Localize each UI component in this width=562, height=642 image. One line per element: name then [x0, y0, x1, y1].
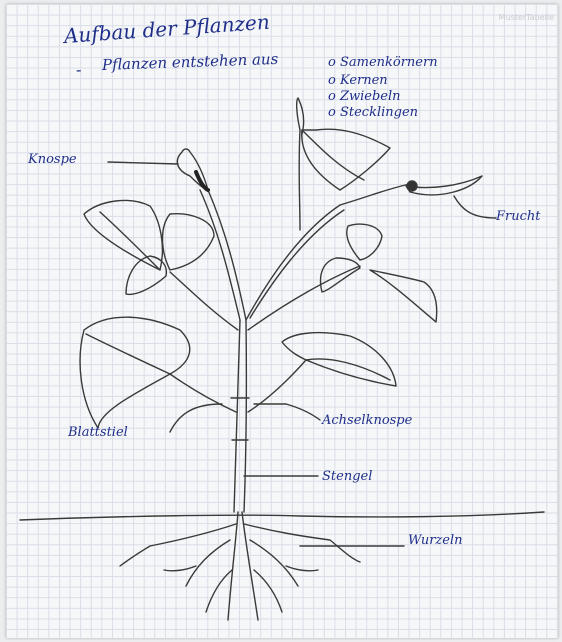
leaf-large-right — [282, 333, 396, 386]
label-wurzeln: Wurzeln — [408, 534, 463, 547]
leaf — [347, 224, 382, 260]
leaf-large-left — [80, 317, 190, 428]
list-dash: - — [76, 62, 81, 78]
label-frucht: Frucht — [496, 210, 540, 223]
branch-fruit — [340, 184, 410, 205]
ground-line — [20, 512, 544, 520]
label-achselknospe: Achselknospe — [322, 414, 412, 427]
branch-left-mid — [170, 272, 238, 330]
label-stengel: Stengel — [322, 470, 372, 483]
leaf — [126, 256, 166, 294]
origin-item: o Stecklingen — [328, 106, 418, 119]
branch-top — [299, 130, 300, 230]
leaf — [163, 214, 215, 270]
pointer-achselknospe — [254, 404, 320, 420]
main-stem — [234, 320, 240, 512]
pointer-knospe — [108, 162, 178, 164]
leaf — [370, 270, 437, 322]
leaf — [302, 129, 390, 190]
pointer-blattstiel — [170, 404, 222, 432]
branch-left-upper — [200, 190, 240, 320]
branch-right-mid — [248, 266, 360, 330]
pointer-frucht — [454, 196, 496, 218]
origin-item: o Zwiebeln — [328, 90, 401, 103]
label-blattstiel: Blattstiel — [68, 426, 128, 439]
roots — [228, 512, 238, 620]
origin-item: o Kernen — [328, 74, 388, 87]
origin-item: o Samenkörnern — [328, 56, 438, 69]
leaf — [84, 200, 162, 270]
label-knospe: Knospe — [28, 153, 77, 166]
